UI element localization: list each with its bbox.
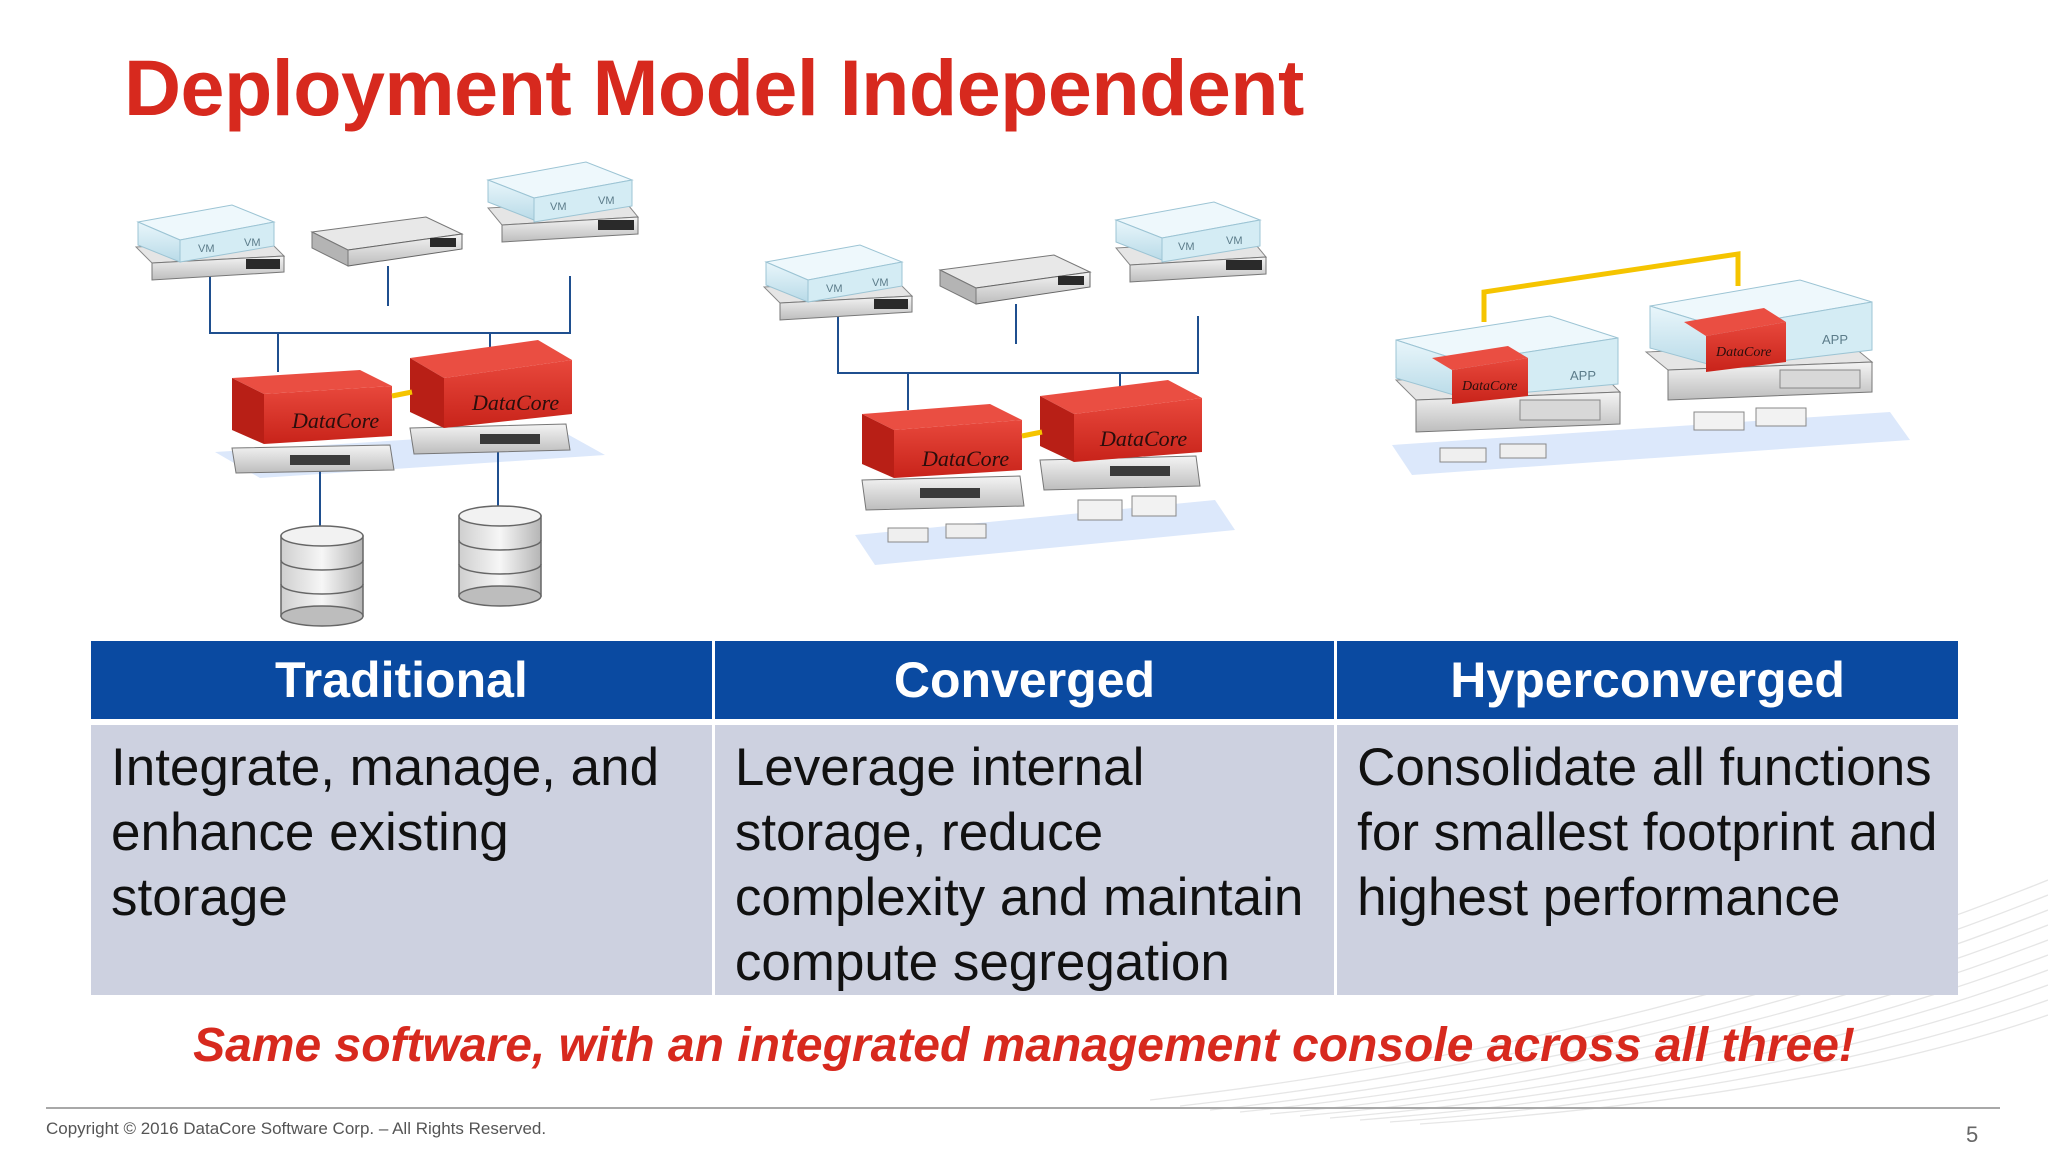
column-header-converged: Converged [713,641,1338,722]
table-header-row: Traditional Converged Hyperconverged [91,641,1958,722]
traditional-illustration: VM VM VM VM [134,161,640,627]
table-row: Integrate, manage, and enhance existing … [91,719,1958,995]
datacore-logo-label: DataCore [1099,426,1187,451]
mirror-link [391,389,413,399]
mirror-link [1481,251,1741,322]
vm-label: VM [1178,241,1195,253]
vm-label: VM [826,283,843,295]
datacore-appliance: DataCore [409,340,572,455]
vm-label: VM [198,243,215,255]
hyperconverged-illustration: DataCore APP DataCore APP [1392,251,1910,475]
column-header-hyperconverged: Hyperconverged [1335,641,1958,722]
vm-host-server: VM VM [486,161,640,243]
vm-host-server: VM VM [134,204,286,281]
description-hyperconverged: Consolidate all functions for smallest f… [1335,719,1958,995]
mirror-link [1021,429,1043,439]
vm-label: VM [598,195,615,207]
vm-label: VM [872,277,889,289]
datacore-logo-label: DataCore [921,446,1009,471]
vm-label: VM [550,201,567,213]
datacore-logo-label: DataCore [471,390,559,415]
floor-plane [1392,412,1910,475]
datacore-logo-label: DataCore [291,408,379,433]
app-label: APP [1570,368,1596,383]
storage-disk-stack [458,505,542,607]
vm-label: VM [1226,235,1243,247]
converged-illustration: VM VM VM VM [762,201,1268,565]
datacore-logo-label: DataCore [1715,345,1771,360]
vm-host-server: VM VM [1114,201,1268,283]
plain-server [310,216,464,267]
network-lines [209,266,571,528]
plain-server [938,254,1092,305]
hyperconverged-node: DataCore APP [1394,315,1622,463]
description-converged: Leverage internal storage, reduce comple… [713,719,1338,995]
slide-title: Deployment Model Independent [124,43,1304,132]
vm-host-server: VM VM [762,244,914,321]
tagline: Same software, with an integrated manage… [193,1019,1855,1072]
storage-disk-stack [280,525,364,627]
vm-label: VM [244,237,261,249]
deployment-models-table: Traditional Converged Hyperconverged Int… [91,641,1958,995]
datacore-logo-label: DataCore [1461,379,1517,394]
page-number: 5 [1966,1122,1979,1147]
datacore-appliance: DataCore [1039,380,1202,521]
hyperconverged-node: DataCore APP [1644,279,1874,431]
copyright-notice: Copyright © 2016 DataCore Software Corp.… [46,1119,547,1138]
column-header-traditional: Traditional [91,641,715,722]
description-traditional: Integrate, manage, and enhance existing … [91,719,715,995]
app-label: APP [1822,332,1848,347]
footer-divider [46,1107,2000,1109]
datacore-appliance: DataCore [231,370,395,474]
datacore-appliance: DataCore [861,404,1025,543]
deployment-illustration: VM VM VM VM [134,161,1910,627]
